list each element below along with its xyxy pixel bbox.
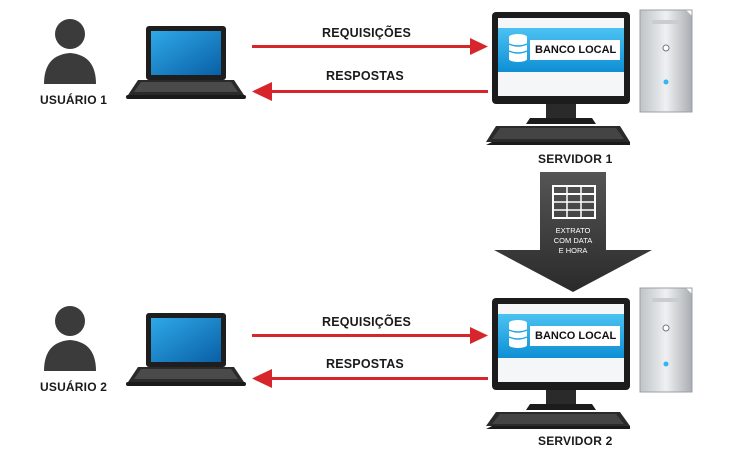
server-1-keyboard: [486, 126, 630, 145]
responses-label-1: RESPOSTAS: [326, 69, 404, 83]
response-arrow-2: [252, 369, 488, 388]
server-2-label: SERVIDOR 2: [538, 434, 613, 448]
database-icon-1: [508, 34, 528, 62]
database-icon-2: [508, 320, 528, 348]
extract-down-arrow: [494, 172, 652, 292]
requests-label-2: REQUISIÇÕES: [322, 315, 412, 329]
extract-line-2: COM DATA: [553, 236, 593, 245]
user-2-icon: [44, 306, 96, 371]
db-label-1: BANCO LOCAL: [535, 44, 617, 56]
extract-line-3: E HORA: [558, 246, 588, 255]
request-arrow-1: [252, 38, 488, 55]
table-icon: [552, 185, 596, 219]
user-1-icon: [44, 19, 96, 84]
responses-label-2: RESPOSTAS: [326, 357, 404, 371]
laptop-2-icon: [126, 313, 246, 386]
server-1-tower: [639, 9, 693, 113]
extract-line-1: EXTRATO: [555, 226, 591, 235]
request-arrow-2: [252, 327, 488, 344]
user-1-label: USUÁRIO 1: [40, 93, 108, 107]
response-arrow-1: [252, 82, 488, 101]
user-2-label: USUÁRIO 2: [40, 380, 108, 394]
server-2-monitor: [492, 298, 630, 410]
server-1-monitor: [492, 12, 630, 124]
extract-label: EXTRATO COM DATA E HORA: [538, 226, 608, 256]
requests-label-1: REQUISIÇÕES: [322, 26, 412, 40]
db-label-2: BANCO LOCAL: [535, 330, 617, 342]
server-2-keyboard: [486, 412, 630, 429]
server-1-label: SERVIDOR 1: [538, 152, 613, 166]
laptop-1-icon: [126, 26, 246, 99]
server-2-tower: [639, 287, 693, 393]
